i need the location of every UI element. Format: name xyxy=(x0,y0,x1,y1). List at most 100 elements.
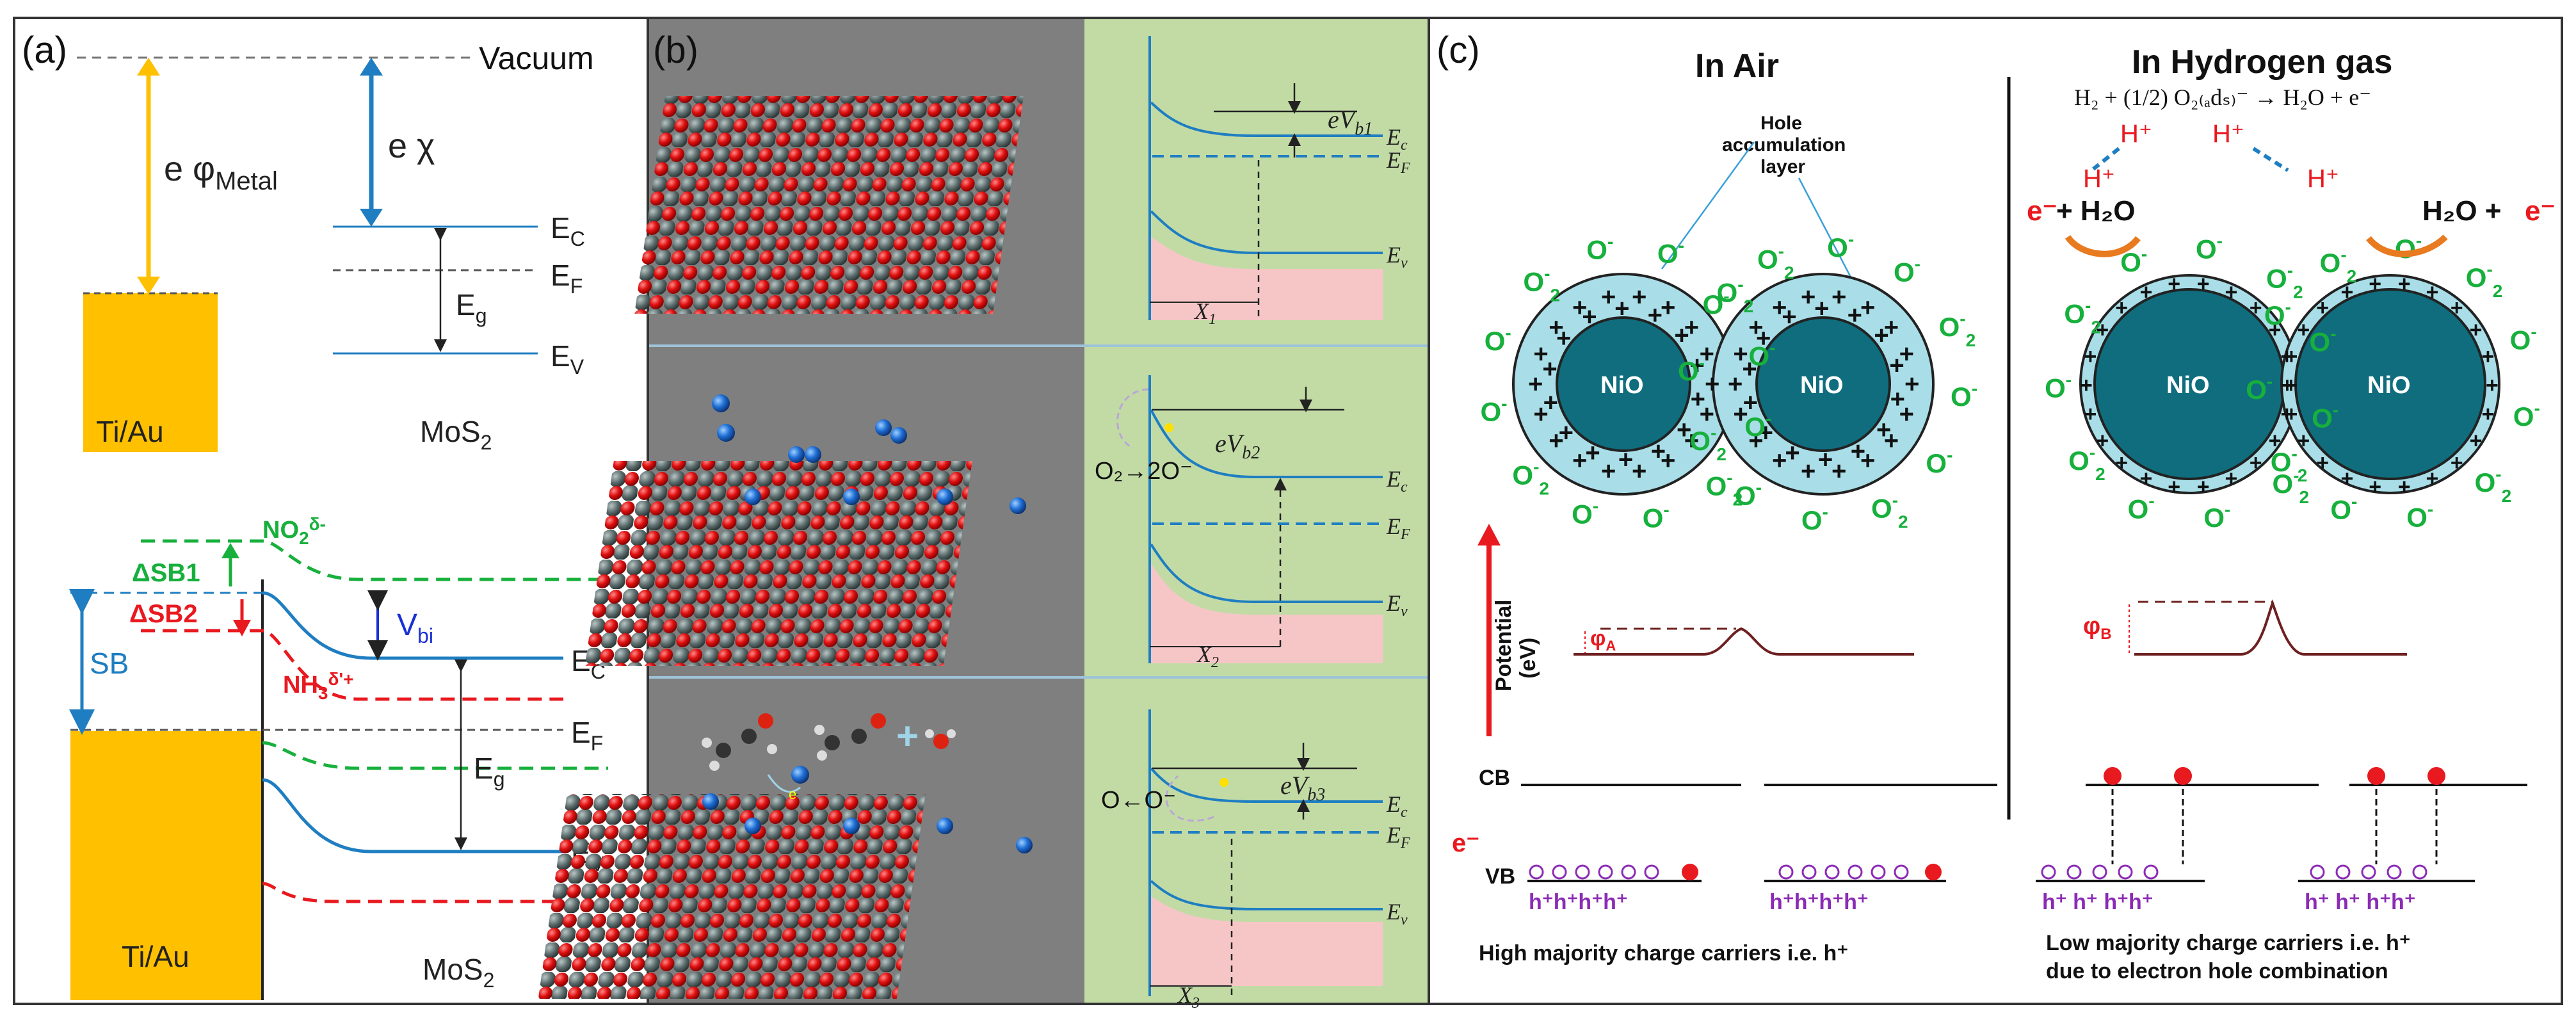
hole-charges-h2: ++++++++++++++++++++++++++++++++++++++++… xyxy=(2080,272,2499,499)
hole-plus: + xyxy=(1756,325,1771,353)
slab-2 xyxy=(584,461,972,666)
hole-plus: + xyxy=(2140,280,2153,304)
oxygen-ion-label: O- xyxy=(1657,236,1684,269)
hole-plus: + xyxy=(1549,313,1563,341)
metal-block-top xyxy=(83,293,218,452)
electron-dot xyxy=(2427,767,2445,785)
oxygen-ion-label: O-2 xyxy=(2320,245,2357,286)
hole-plus: + xyxy=(1601,457,1616,485)
oxygen-ion-label: O-2 xyxy=(2475,464,2512,506)
hole-plus: + xyxy=(2096,318,2109,342)
slab-3 xyxy=(538,794,926,999)
hole-label-3: layer xyxy=(1760,156,1805,177)
oxygen-ion-label: O- xyxy=(1485,323,1511,356)
holes-h2-2: h⁺ h⁺ h⁺h⁺ xyxy=(2305,890,2416,914)
nh3-ec-band xyxy=(141,629,563,701)
hole-circle xyxy=(1894,864,1909,880)
barrier-curve-air xyxy=(1574,627,1914,656)
slab-1 xyxy=(634,96,1024,314)
work-function-arrowhead-down xyxy=(137,277,160,295)
holes-h2-1: h⁺ h⁺ h⁺h⁺ xyxy=(2042,890,2153,914)
hole-plus: + xyxy=(1874,321,1888,350)
hole-plus: + xyxy=(1674,321,1689,350)
hole-circle xyxy=(2066,864,2082,880)
oxygen-ion-label: O- xyxy=(1827,229,1854,263)
hole-plus: + xyxy=(2341,280,2354,304)
hole-plus: + xyxy=(1691,385,1705,413)
ef-label-top: EF xyxy=(551,259,583,298)
charge-carriers xyxy=(1529,767,2445,880)
oxygen-ion-label: O-2 xyxy=(1939,309,1976,350)
electron-vb: e⁻ xyxy=(1452,829,1479,857)
oxygen-ion-label: O- xyxy=(2510,322,2537,355)
caption-h2-line1: Low majority charge carriers i.e. h⁺ xyxy=(2046,931,2411,955)
band-diagram-2: eVb2 Ec EF Ev X2 O₂→2O⁻ xyxy=(1095,375,1410,671)
electron-dot xyxy=(2104,767,2121,785)
oxygen-adsorbed xyxy=(745,489,761,505)
ef-label-3: EF xyxy=(1386,822,1410,852)
panel-c: (c) In Air In Hydrogen gas H₂ + (1/2) O₂… xyxy=(1428,17,2563,1005)
oxygen-adsorbed xyxy=(937,818,953,834)
oxygen-adsorbed xyxy=(843,489,860,505)
hole-circle xyxy=(2361,864,2376,880)
ethanol-molecule xyxy=(702,713,777,771)
water-molecule xyxy=(925,729,956,749)
eg-label-bottom: Eg xyxy=(474,752,504,791)
potential-label: Potential xyxy=(1492,599,1516,691)
affinity-arrowhead-down xyxy=(360,209,383,227)
nh3-ev-band xyxy=(262,882,563,903)
hole-plus: + xyxy=(2140,467,2153,491)
holes-air-2: h⁺h⁺h⁺h⁺ xyxy=(1769,890,1869,914)
hole-plus: + xyxy=(1814,295,1829,323)
oxygen-ion-label: O- xyxy=(1926,445,1952,478)
hole-plus: + xyxy=(2084,402,2097,426)
oxygen-ion-label: O- xyxy=(2128,490,2155,524)
hole-plus: + xyxy=(1884,427,1899,455)
hole-plus: + xyxy=(2115,451,2128,475)
oxygen-ion-label: O- xyxy=(2395,230,2422,264)
oxygen-ion-label: O-2 xyxy=(2064,296,2101,337)
oxygen-ion-label: O-2 xyxy=(2266,261,2303,302)
ec-label-2: Ec xyxy=(1386,466,1408,496)
hole-plus: + xyxy=(1847,301,1862,329)
svg-text:NiO: NiO xyxy=(1800,372,1844,399)
hole-plus: + xyxy=(1543,389,1558,417)
phi-a-label: φA xyxy=(1590,626,1616,654)
hole-plus: + xyxy=(1542,355,1557,384)
hole-plus: + xyxy=(2426,280,2438,304)
electron-path xyxy=(767,774,801,793)
hole-plus: + xyxy=(1743,389,1758,417)
band-diagram-1: eVb1 Ec EF Ev X1 xyxy=(1148,36,1410,328)
hole-plus: + xyxy=(1700,340,1714,368)
oxygen-ion-label: O- xyxy=(2330,491,2357,524)
hole-circle xyxy=(2387,864,2402,880)
hole-plus: + xyxy=(1748,427,1763,455)
x-label-1: X1 xyxy=(1193,298,1216,328)
hole-plus: + xyxy=(2470,429,2483,453)
hole-plus: + xyxy=(1904,370,1919,398)
electron-label: e xyxy=(789,786,796,802)
hole-plus: + xyxy=(1785,439,1799,467)
hole-plus: + xyxy=(1533,400,1548,428)
caption-air: High majority charge carriers i.e. h⁺ xyxy=(1479,941,1848,965)
svg-text:NiO: NiO xyxy=(2367,372,2411,399)
hole-plus: + xyxy=(2451,451,2463,475)
dsb1-arrowhead xyxy=(221,543,239,558)
hole-plus: + xyxy=(2096,429,2109,453)
oxygen-adsorbed xyxy=(805,446,821,463)
panel-c-border xyxy=(1428,17,2563,1005)
title-air: In Air xyxy=(1695,47,1779,85)
potential-axis-arrowhead xyxy=(1477,524,1501,545)
h-plus-1: H⁺ xyxy=(2120,120,2152,148)
oxygen-molecule-atom xyxy=(717,424,735,442)
no2-label: NO2δ- xyxy=(262,514,326,548)
hole-plus: + xyxy=(2281,373,2294,398)
eg-label-top: Eg xyxy=(456,288,487,327)
hole-plus: + xyxy=(1801,283,1815,311)
metal-label-top: Ti/Au xyxy=(96,415,164,448)
hole-plus: + xyxy=(1851,437,1865,465)
hole-plus: + xyxy=(1632,283,1646,311)
oxygen-ions-h2: O-2O-O-O-2O-O-O-2O-O-O-2O-O-2O-O-O-2O-O-… xyxy=(2045,230,2540,533)
hole-plus: + xyxy=(2398,272,2411,296)
hole-plus: + xyxy=(2316,451,2329,475)
